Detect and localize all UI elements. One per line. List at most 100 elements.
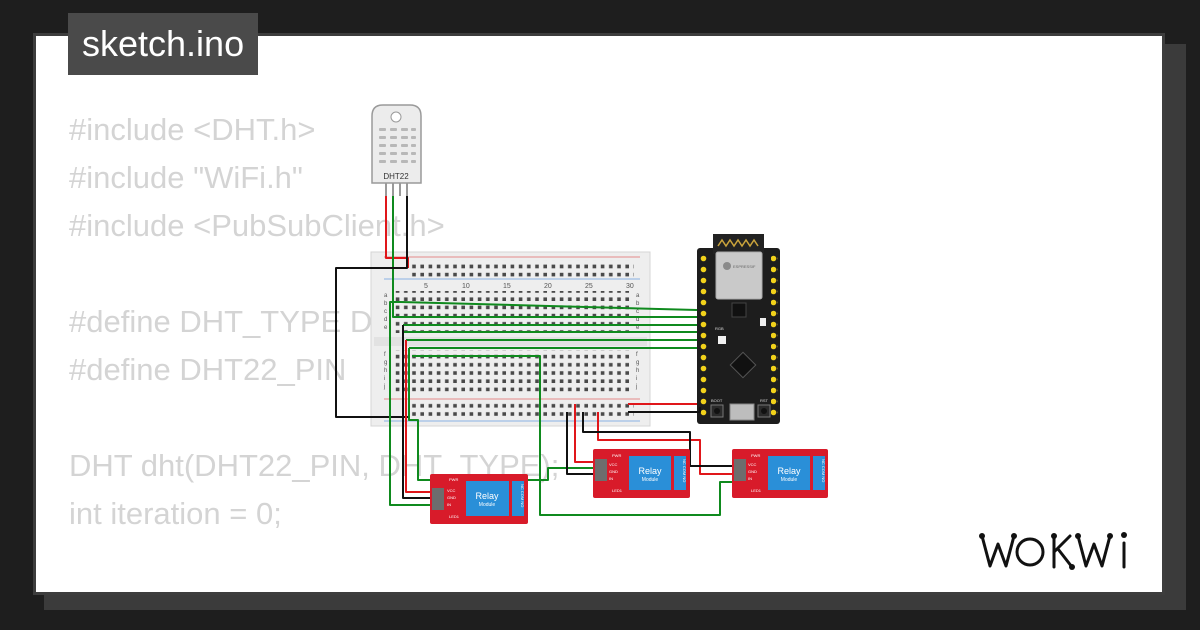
relay-terminal — [813, 456, 825, 490]
code-line: #include "WiFi.h" — [69, 160, 303, 195]
relay-pin-header — [734, 459, 746, 481]
smd-component — [760, 318, 766, 326]
power-rail-holes — [408, 260, 634, 269]
column-number: 5 — [424, 283, 428, 290]
rgb-label: RGB — [715, 326, 724, 331]
row-letter: h — [384, 368, 387, 374]
column-number: 20 — [544, 283, 552, 290]
usb-port — [729, 403, 755, 421]
row-letter: e — [384, 325, 388, 331]
wire-relay3-vcc — [597, 412, 734, 475]
relay-module-1: PWR VCC GND IN LED1 Relay Module NC COM … — [430, 474, 528, 524]
power-rail-holes — [408, 402, 634, 411]
wire-gnd-rail — [628, 407, 701, 413]
relay-terminal-label: NC COM NO — [520, 484, 525, 507]
relay-terminal — [674, 456, 686, 490]
relay-pwr-label: PWR — [612, 453, 621, 458]
wire-relay1-vcc — [405, 340, 430, 493]
usb-chip — [729, 351, 757, 379]
relay-subtitle: Module — [479, 502, 496, 508]
relay-pin-label: VCC — [748, 462, 757, 467]
sensor-pins — [385, 183, 408, 196]
reset-button-cap[interactable] — [761, 408, 767, 414]
wire-relay3-gnd — [582, 412, 734, 467]
relay-box — [768, 456, 810, 490]
relay-subtitle: Module — [642, 477, 659, 483]
row-letter: h — [636, 368, 639, 374]
sensor-body — [371, 104, 422, 184]
wire-dht-gnd — [335, 196, 408, 418]
relay-module-2: PWR VCC GND IN LED1 Relay Module NC COM … — [593, 449, 690, 498]
rgb-led — [718, 336, 726, 344]
relay-title: Relay — [638, 466, 662, 476]
row-letter: d — [384, 317, 387, 323]
relay-pin-label: IN — [447, 502, 451, 507]
row-letter: c — [384, 309, 387, 315]
code-line: DHT dht(DHT22_PIN, DHT_TYPE); — [69, 448, 560, 483]
column-number: 15 — [503, 283, 511, 290]
left-pin-header — [700, 254, 707, 419]
code-line: int iteration = 0; — [69, 496, 282, 531]
row-letter: c — [636, 309, 639, 315]
row-letter: i — [384, 376, 385, 382]
code-line: #include <DHT.h> — [69, 112, 316, 147]
row-letter: g — [384, 360, 387, 366]
row-letter: a — [636, 293, 640, 299]
column-number: 10 — [462, 283, 470, 290]
terminal-holes-top — [394, 291, 632, 333]
boot-button-cap[interactable] — [714, 408, 720, 414]
right-pin-header — [771, 254, 778, 419]
relay-pin-header — [595, 459, 607, 481]
column-numbers: 5 10 15 20 25 30 — [424, 283, 634, 290]
relay-pin-label: IN — [609, 476, 613, 481]
row-letter: e — [636, 325, 640, 331]
wire-relay2-vcc — [574, 404, 595, 463]
center-channel — [374, 337, 647, 346]
relay-led-label: LED1 — [751, 488, 762, 493]
sensor-grille — [379, 128, 416, 163]
row-letter: f — [384, 352, 386, 358]
wire-relay2-gnd — [566, 412, 595, 475]
row-letter: b — [636, 301, 640, 307]
wire-relay1-in — [389, 301, 430, 506]
module-text: ESPRESSIF — [733, 264, 756, 269]
row-letter: f — [636, 352, 638, 358]
relay-box — [466, 481, 509, 516]
power-rail-holes — [408, 410, 634, 419]
module-logo-icon — [723, 262, 731, 270]
antenna — [713, 234, 764, 254]
row-letter: j — [635, 384, 637, 390]
mounting-hole — [390, 111, 402, 123]
relay-pin-label: IN — [748, 476, 752, 481]
relay-pin-label: GND — [609, 469, 618, 474]
relay-led-label: LED1 — [449, 514, 460, 519]
file-name-tab: sketch.ino — [68, 13, 259, 75]
wire-relay2-in — [408, 348, 595, 481]
relay-module-3: PWR VCC GND IN LED1 Relay Module NC COM … — [732, 449, 828, 498]
sensor-label: DHT22 — [383, 172, 409, 181]
relay-terminal — [512, 481, 524, 516]
wokwi-logo — [979, 532, 1127, 570]
column-number: 25 — [585, 283, 593, 290]
relay-pin-header — [432, 488, 444, 510]
relay-terminal-label: NC COM NO — [682, 459, 687, 482]
relay-pwr-label: PWR — [751, 453, 760, 458]
relay-title: Relay — [777, 466, 801, 476]
row-letter: g — [636, 360, 639, 366]
row-letter: d — [636, 317, 639, 323]
relay-terminal-label: NC COM NO — [821, 459, 826, 482]
wire-relay3-in — [412, 355, 734, 516]
relay-subtitle: Module — [781, 477, 798, 483]
antenna-trace — [717, 238, 759, 248]
esp32-board: ESPRESSIF RGB BOOT RST — [697, 234, 780, 424]
column-number: 30 — [626, 283, 634, 290]
wifi-module — [715, 251, 763, 300]
wire-signal — [400, 301, 698, 311]
dht22-sensor: DHT22 — [371, 104, 422, 196]
relay-pwr-label: PWR — [449, 477, 458, 482]
code-preview: #include <DHT.h> #include "WiFi.h" #includ… — [69, 106, 560, 592]
relay-box — [629, 456, 671, 490]
row-letter: i — [636, 376, 637, 382]
code-line: #include <PubSubClient.h> — [69, 208, 445, 243]
